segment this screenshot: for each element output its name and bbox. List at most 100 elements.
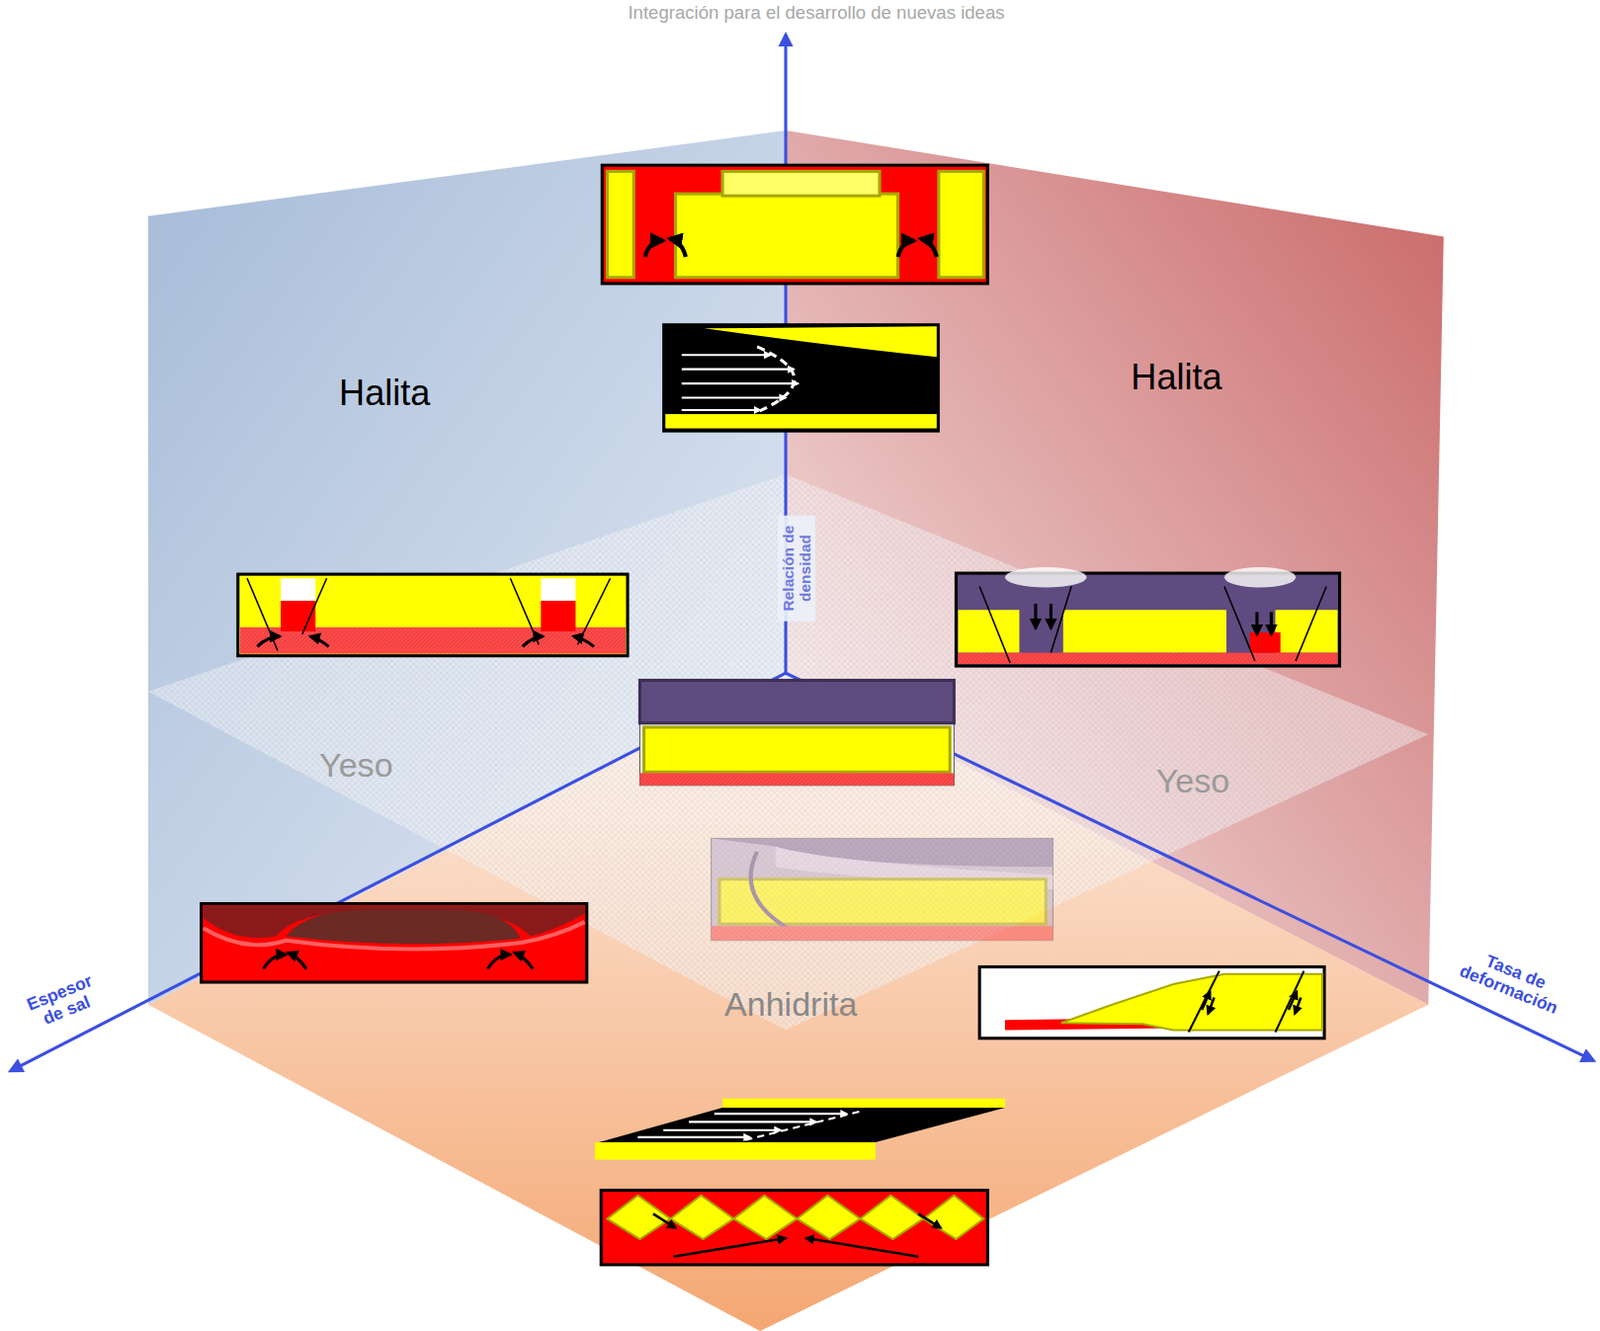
imbricate-section-part-part <box>859 1195 924 1240</box>
diapir-section-part <box>675 193 899 278</box>
progradation-section-part <box>719 879 1046 925</box>
extension-graben-section-part <box>955 573 1340 667</box>
extension-graben-section-part <box>1005 567 1088 589</box>
axis-label: Tasa de deformación <box>1448 940 1577 1022</box>
thrust-section-part-part <box>1288 991 1297 1011</box>
extension-graben-section-part-part <box>1224 587 1256 662</box>
thrust-section <box>979 967 1325 1039</box>
layered-section <box>639 679 954 785</box>
middle-plane-part <box>148 474 1429 1031</box>
extension-diapir-section-part-part <box>577 578 610 645</box>
diapir-section-part <box>645 239 937 258</box>
layered-section-part <box>644 727 951 772</box>
imbricate-section-part <box>600 1190 988 1265</box>
channel-flow-part <box>681 354 799 411</box>
thrust-section-part-part <box>1188 971 1220 1033</box>
salt-mound-section <box>201 904 588 983</box>
extension-diapir-section-part-part <box>522 636 544 647</box>
thrust-section-part <box>1061 974 1323 1031</box>
extension-graben-section-part <box>957 653 1338 665</box>
extension-graben-section-part <box>1274 609 1338 653</box>
channel-flow <box>663 324 939 431</box>
imbricate-section-part-part <box>670 1195 734 1240</box>
mineral-label-holder: Halita <box>1130 357 1222 398</box>
axis-label: Espesor de sal <box>13 967 114 1038</box>
salt-mound-section-part <box>263 952 533 970</box>
diapir-section-part-part <box>669 239 686 258</box>
mineral-label: Yeso <box>1156 762 1231 800</box>
channel-flow-part-part <box>681 397 786 400</box>
mineral-label: Halita <box>1130 357 1222 398</box>
imbricate-section-part <box>653 1213 941 1257</box>
thrust-section-part-part <box>1294 997 1301 1014</box>
axis-label-holder: Relación de densidad <box>777 514 816 621</box>
salt-mound-section-part <box>201 904 588 983</box>
header-text: Integración para el desarrollo de nuevas… <box>627 2 1005 23</box>
mineral-label: Halita <box>338 373 430 414</box>
extension-diapir-section-part-part <box>302 578 328 635</box>
shear-flow-part <box>637 1113 847 1138</box>
imbricate-section-part-part <box>796 1195 860 1240</box>
extension-graben-section-part-part <box>1295 587 1327 662</box>
shear-flow <box>594 1098 1006 1161</box>
imbricate-section-part-part <box>673 1238 787 1258</box>
channel-flow-part <box>665 414 937 428</box>
extension-graben-section-part <box>1063 609 1227 653</box>
progradation-section <box>711 838 1054 940</box>
progradation-section-part <box>711 926 1054 940</box>
mineral-label-holder: Anhidrita <box>724 986 857 1023</box>
shear-flow-part-part <box>663 1129 781 1132</box>
axes <box>10 34 1595 1072</box>
extension-diapir-section-part-part <box>256 636 280 647</box>
axis-label: Relación de densidad <box>777 514 816 621</box>
extension-graben-section-part <box>1224 567 1296 589</box>
channel-flow-part <box>757 346 795 413</box>
extension-diapir-section-part-part <box>310 636 330 647</box>
shear-flow-part <box>745 1111 860 1141</box>
diapir-section-part <box>601 165 988 284</box>
imbricate-section-part-part <box>923 1195 984 1240</box>
thrust-section-part <box>1201 991 1301 1014</box>
diapir-section-part-part <box>920 239 937 258</box>
imbricate-section-part-part <box>806 1238 920 1258</box>
salt-mound-section-part-part <box>488 954 511 969</box>
diapir-section <box>601 165 988 284</box>
channel-flow-part-part <box>681 409 760 412</box>
middle-plane <box>148 474 1429 1031</box>
extension-graben-section <box>955 567 1340 667</box>
salt-mound-section-part <box>203 922 586 949</box>
extension-diapir-section-part <box>238 574 628 657</box>
shear-flow-part <box>722 1098 1006 1108</box>
middle-plane-part <box>148 474 1429 1031</box>
extension-diapir-section-part <box>280 578 316 601</box>
mineral-label: Yeso <box>319 748 394 785</box>
channel-flow-part <box>703 326 936 357</box>
mineral-label-holder: Yeso <box>319 748 394 785</box>
extension-graben-section-part <box>979 587 1327 664</box>
shear-flow-part-part <box>637 1136 751 1139</box>
imbricate-section-part <box>606 1195 984 1240</box>
extension-graben-section-part <box>957 609 1019 653</box>
diapir-section-part <box>938 170 984 277</box>
diapir-section-part <box>722 170 880 196</box>
channel-flow-part <box>663 324 939 431</box>
extension-graben-section-part <box>1250 632 1281 654</box>
header-text-holder: Integración para el desarrollo de nuevas… <box>627 2 1005 23</box>
extension-diapir-section <box>238 574 628 657</box>
imbricate-section-part-part <box>653 1213 676 1228</box>
thrust-section-part <box>1188 971 1305 1033</box>
extension-diapir-section-part <box>256 636 594 647</box>
mineral-label-holder: Halita <box>338 373 430 414</box>
diapir-section-part-part <box>645 241 665 258</box>
extension-diapir-section-part <box>540 578 576 601</box>
imbricate-section-part-part <box>918 1213 941 1228</box>
progradation-section-part <box>751 851 792 930</box>
imbricate-section-part-part <box>733 1195 797 1240</box>
channel-flow-part-part <box>681 382 799 385</box>
extension-graben-section-part-part <box>1033 603 1037 629</box>
extension-graben-section-part <box>1035 603 1271 635</box>
axis-label-holder: Espesor de sal <box>13 967 114 1038</box>
